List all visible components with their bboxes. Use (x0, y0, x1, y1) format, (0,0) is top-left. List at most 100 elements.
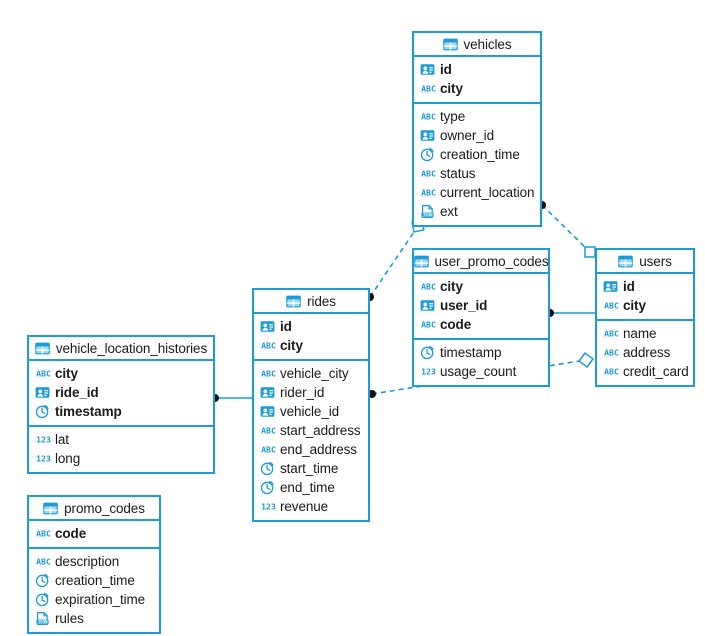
field-name: city (440, 81, 463, 96)
number-123-icon: 123 (420, 364, 436, 379)
table-icon (43, 501, 58, 516)
field-name: end_address (280, 442, 357, 457)
clock-icon (420, 345, 435, 360)
entity-header-rides[interactable]: rides (254, 290, 368, 314)
svg-text:JSON: JSON (422, 212, 433, 217)
field-name: city (440, 279, 463, 294)
field-name: user_id (440, 298, 488, 313)
field-row[interactable]: id (597, 277, 693, 296)
field-name: usage_count (440, 364, 517, 379)
field-row[interactable]: timestamp (29, 402, 213, 421)
field-row[interactable]: ABC city (414, 277, 548, 296)
field-name: long (55, 451, 81, 466)
field-row[interactable]: ride_id (29, 383, 213, 402)
number-123-icon: 123 (35, 451, 51, 466)
svg-text:123: 123 (36, 454, 51, 464)
field-name: address (623, 345, 671, 360)
abc-text-icon: ABC (35, 526, 51, 541)
key-id-icon (260, 385, 275, 400)
field-row[interactable]: vehicle_id (254, 402, 368, 421)
field-name: name (623, 326, 657, 341)
field-name: vehicle_city (280, 366, 349, 381)
clock-icon (35, 404, 50, 419)
key-id-icon (603, 279, 618, 294)
field-row[interactable]: creation_time (414, 145, 540, 164)
field-row[interactable]: end_time (254, 478, 368, 497)
field-row[interactable]: id (414, 60, 540, 79)
field-row[interactable]: 123 usage_count (414, 362, 548, 381)
clock-icon (35, 573, 50, 588)
field-row[interactable]: id (254, 317, 368, 336)
entity-header-promo_codes[interactable]: promo_codes (29, 497, 159, 521)
field-name: creation_time (440, 147, 520, 162)
field-name: timestamp (55, 404, 122, 419)
field-row[interactable]: creation_time (29, 571, 159, 590)
relationship-line (541, 204, 591, 253)
entity-title: users (639, 253, 672, 269)
field-row[interactable]: expiration_time (29, 590, 159, 609)
field-name: code (55, 526, 87, 541)
abc-text-icon: ABC (603, 345, 619, 360)
field-row[interactable]: user_id (414, 296, 548, 315)
field-name: rules (55, 611, 84, 626)
entity-title: vehicle_location_histories (55, 340, 208, 356)
field-name: id (280, 319, 292, 334)
field-row[interactable]: timestamp (414, 343, 548, 362)
entity-header-vehicles[interactable]: vehicles (414, 33, 540, 57)
field-row[interactable]: ABC address (597, 343, 693, 362)
svg-text:ABC: ABC (36, 557, 51, 567)
relationship-line (369, 225, 419, 298)
field-name: owner_id (440, 128, 494, 143)
field-row[interactable]: ABC code (29, 524, 159, 543)
entity-header-vehicle_location_histories[interactable]: vehicle_location_histories (29, 337, 213, 361)
field-name: credit_card (623, 364, 689, 379)
relationship-vlh-to-rides[interactable] (211, 394, 252, 402)
clock-icon (420, 147, 435, 162)
svg-text:ABC: ABC (421, 84, 436, 94)
field-row[interactable]: ABC city (414, 79, 540, 98)
entity-header-users[interactable]: users (597, 250, 693, 274)
abc-text-icon: ABC (420, 279, 436, 294)
svg-text:ABC: ABC (604, 301, 619, 311)
svg-text:ABC: ABC (261, 426, 276, 436)
field-row[interactable]: rider_id (254, 383, 368, 402)
field-row[interactable]: owner_id (414, 126, 540, 145)
abc-text-icon: ABC (603, 298, 619, 313)
relationship-upc-to-users[interactable] (546, 309, 595, 317)
field-name: start_time (280, 461, 339, 476)
entity-header-user_promo_codes[interactable]: user_promo_codes (413, 250, 549, 274)
field-name: city (55, 366, 78, 381)
entity-title: rides (307, 293, 336, 309)
field-row[interactable]: start_time (254, 459, 368, 478)
field-row[interactable]: 123 long (29, 449, 213, 468)
